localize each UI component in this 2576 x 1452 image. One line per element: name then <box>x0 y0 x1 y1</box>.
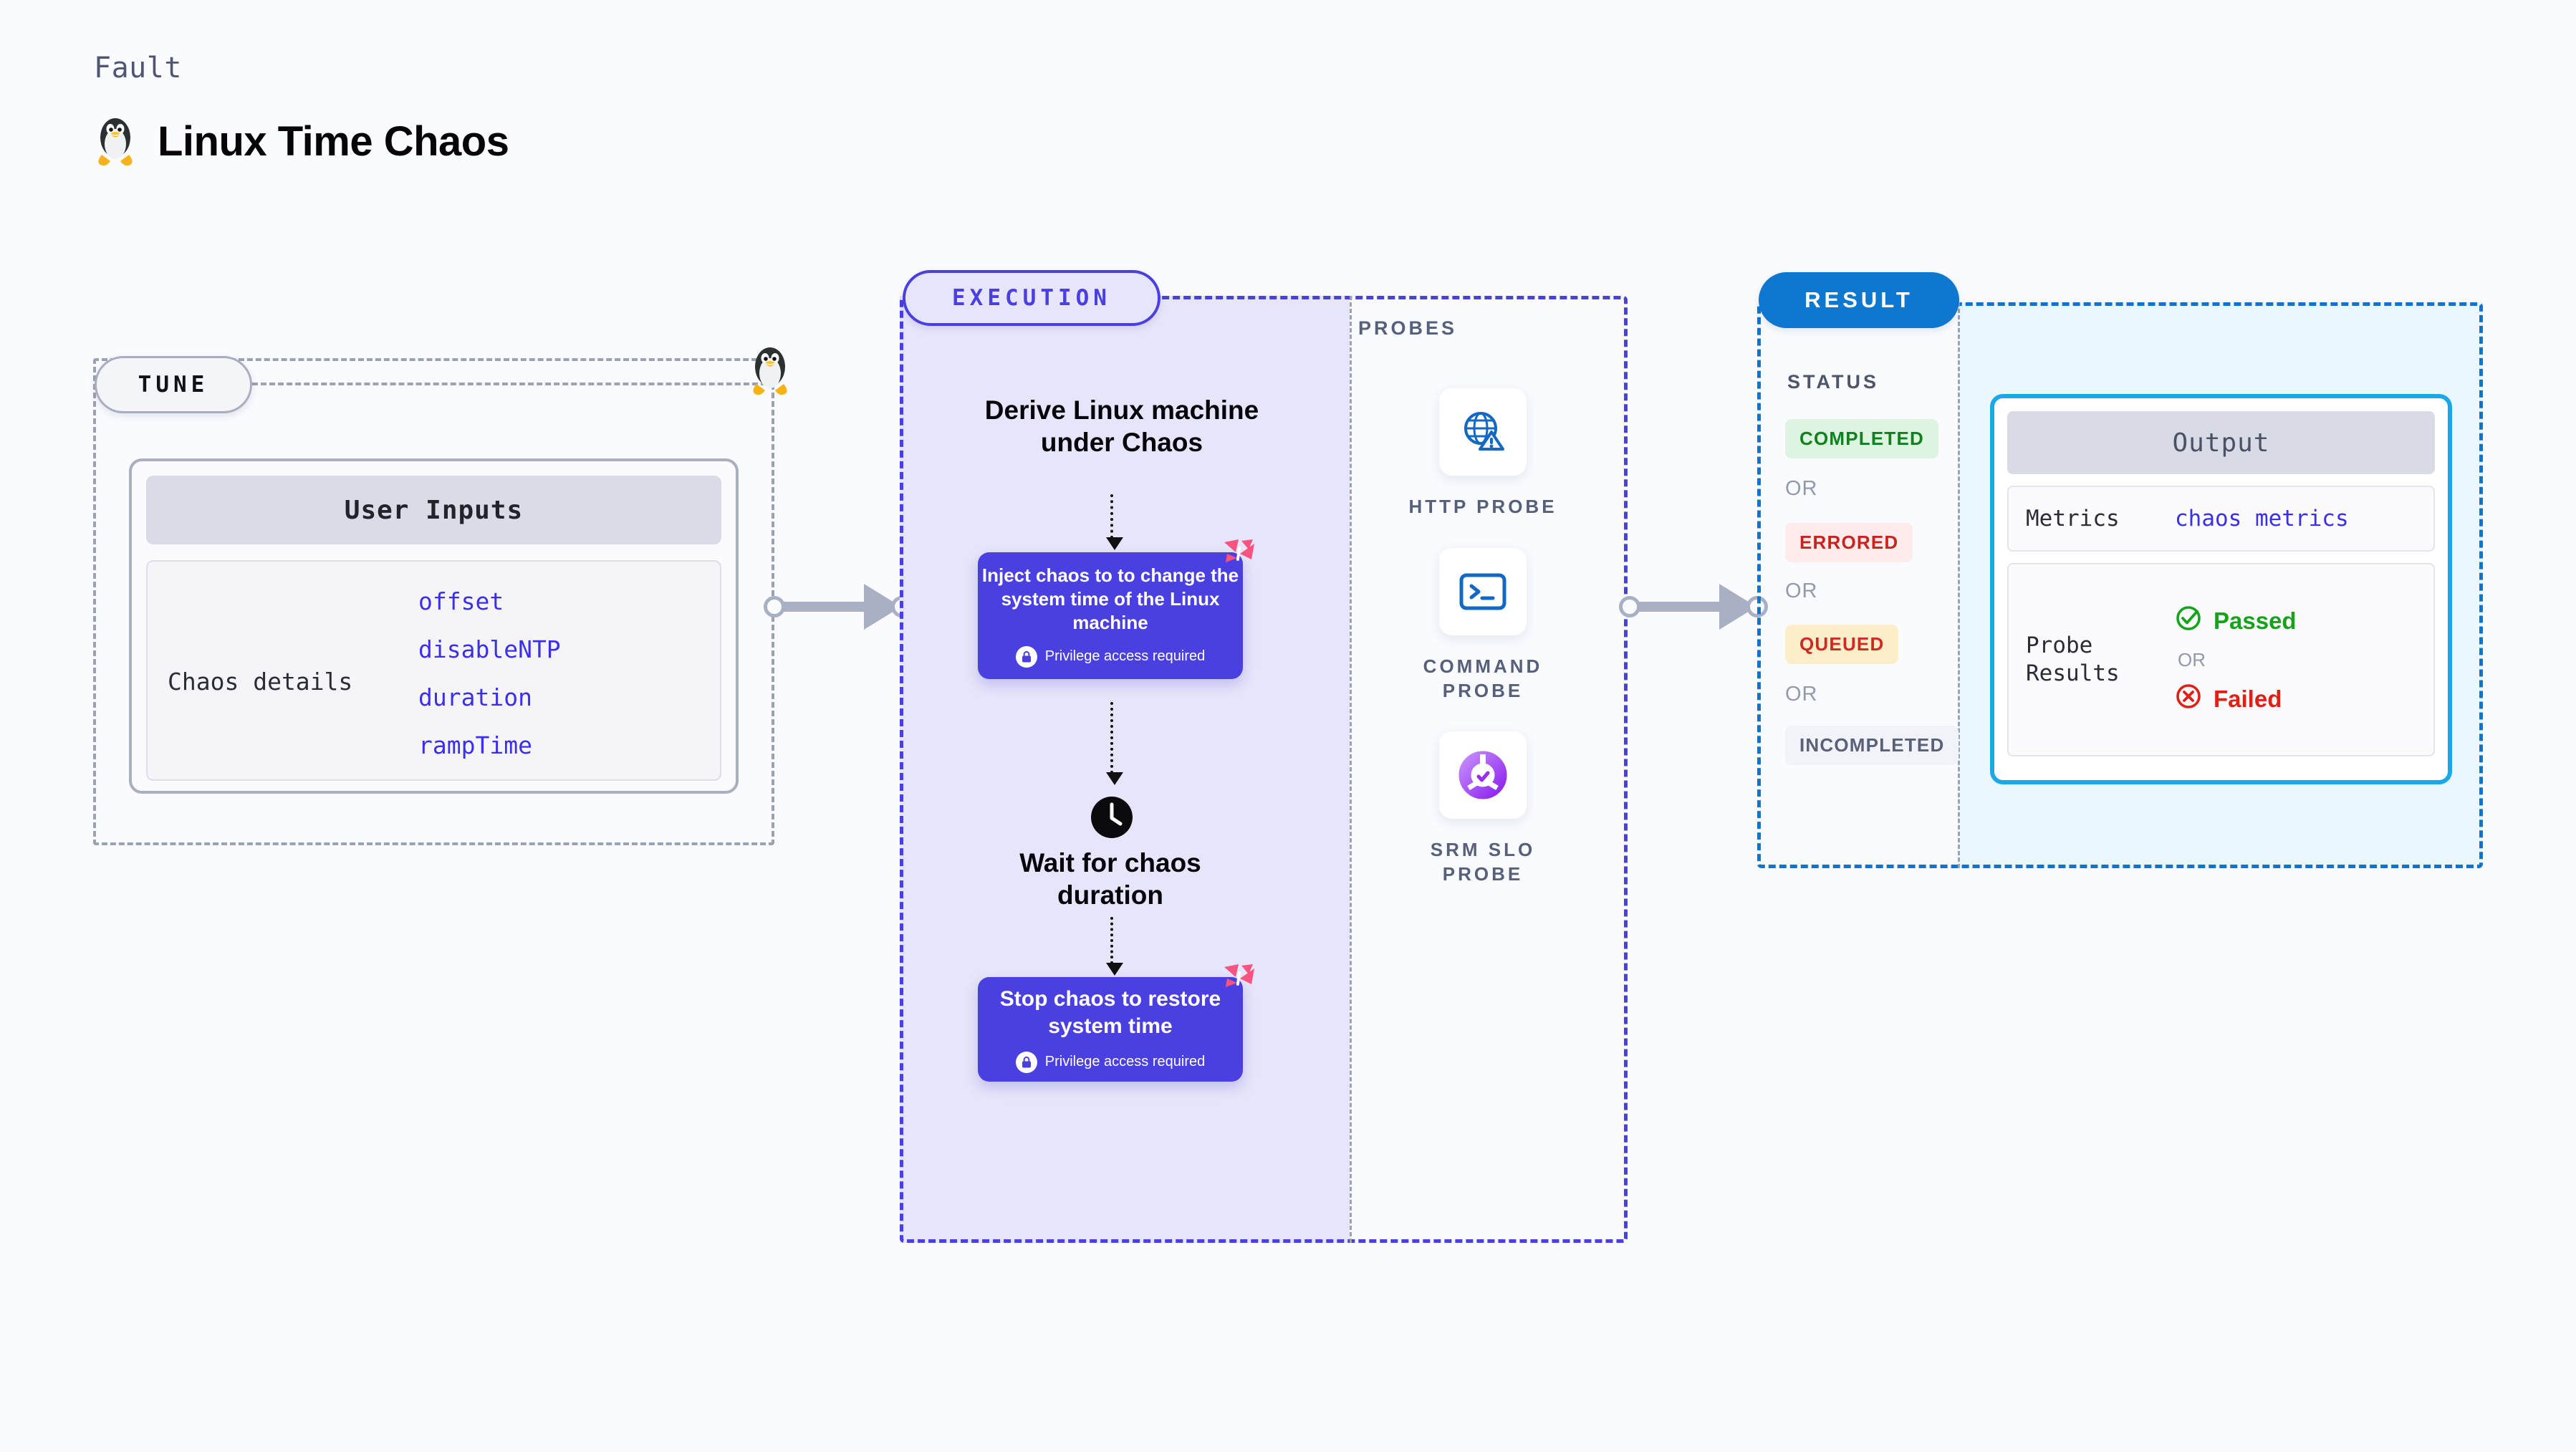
flow-arrow-3 <box>1106 917 1123 976</box>
flow-arrow-1 <box>1106 494 1123 550</box>
status-badge-incompleted: INCOMPLETED <box>1785 726 1959 765</box>
probe-srm-label: SRM SLO PROBE <box>1430 839 1536 885</box>
status-badge-queued: QUEUED <box>1785 625 1899 664</box>
execution-fill <box>900 296 1350 1243</box>
result-panel <box>1757 302 2483 868</box>
user-inputs-card: User Inputs Chaos details offset disable… <box>129 458 739 794</box>
slo-donut-check-icon <box>1439 731 1527 819</box>
x-circle-icon <box>2175 683 2202 716</box>
step-stop-title: Stop chaos to restore system time <box>999 987 1221 1038</box>
param-ramptime[interactable]: rampTime <box>418 731 532 759</box>
flow-arrow-2 <box>1106 702 1123 785</box>
step-stop-chaos[interactable]: Stop chaos to restore system time Privil… <box>978 964 1254 1082</box>
step-inject-title: Inject chaos to to change the system tim… <box>981 564 1239 633</box>
clock-icon <box>1090 795 1134 843</box>
status-or-1: OR <box>1785 477 1818 500</box>
harness-logo-icon <box>1220 961 1259 1004</box>
output-probe-verdicts: Passed OR Failed <box>2175 605 2297 716</box>
execution-title: Derive Linux machine under Chaos <box>984 395 1259 458</box>
terminal-icon <box>1439 548 1527 635</box>
execution-probes-divider <box>1350 296 1352 1243</box>
probe-srm-slo[interactable]: SRM SLO PROBE <box>1400 731 1565 887</box>
verdict-passed-label: Passed <box>2214 607 2297 634</box>
fault-title-row: Linux Time Chaos <box>93 115 509 168</box>
chaos-parameter-list: offset disableNTP duration rampTime <box>418 587 561 759</box>
status-badge-completed: COMPLETED <box>1785 419 1939 458</box>
output-probe-results-row: Probe Results Passed OR <box>2007 563 2435 756</box>
output-probe-results-key: Probe Results <box>2026 633 2120 686</box>
status-or-3: OR <box>1785 683 1818 706</box>
verdict-failed-label: Failed <box>2214 685 2282 712</box>
output-metrics-row: Metrics chaos metrics <box>2007 486 2435 552</box>
page-title: Linux Time Chaos <box>158 117 509 165</box>
verdict-passed: Passed <box>2175 605 2297 638</box>
execution-pill-label[interactable]: EXECUTION <box>903 270 1160 326</box>
step-stop-privilege-text: Privilege access required <box>1044 1054 1206 1070</box>
output-card: Output Metrics chaos metrics Probe Resul… <box>1990 394 2452 784</box>
lock-icon <box>1015 645 1037 668</box>
step-inject-privilege-row: Privilege access required <box>1015 645 1206 668</box>
param-offset[interactable]: offset <box>418 587 504 615</box>
status-label: STATUS <box>1787 371 1879 393</box>
probe-http-label: HTTP PROBE <box>1408 496 1557 517</box>
param-disablentp[interactable]: disableNTP <box>418 635 561 663</box>
linux-penguin-icon <box>93 115 138 168</box>
probe-command[interactable]: COMMAND PROBE <box>1400 548 1565 703</box>
linux-penguin-corner-icon <box>748 344 792 400</box>
fault-kicker: Fault <box>94 52 182 85</box>
output-header: Output <box>2007 411 2435 474</box>
tune-pill-label[interactable]: TUNE <box>95 356 252 413</box>
lock-icon <box>1015 1051 1037 1073</box>
verdict-failed: Failed <box>2175 683 2297 716</box>
check-circle-icon <box>2175 605 2202 638</box>
probes-label: PROBES <box>1358 317 1458 339</box>
step-inject-chaos[interactable]: Inject chaos to to change the system tim… <box>978 539 1254 679</box>
user-inputs-header: User Inputs <box>146 476 721 544</box>
param-duration[interactable]: duration <box>418 683 532 711</box>
verdict-or: OR <box>2178 648 2206 670</box>
output-metrics-value[interactable]: chaos metrics <box>2175 506 2349 532</box>
harness-logo-icon <box>1220 537 1259 579</box>
output-metrics-key: Metrics <box>2026 505 2120 532</box>
chaos-details-box: Chaos details offset disableNTP duration… <box>146 560 721 781</box>
connector-execution-to-result <box>1619 584 1769 630</box>
step-stop-privilege-row: Privilege access required <box>1015 1051 1206 1073</box>
probe-http[interactable]: HTTP PROBE <box>1400 388 1565 519</box>
connector-tune-to-execution <box>764 584 914 630</box>
execution-panel <box>900 296 1628 1243</box>
status-badge-errored: ERRORED <box>1785 523 1913 562</box>
probe-command-label: COMMAND PROBE <box>1423 655 1543 702</box>
result-pill-label[interactable]: RESULT <box>1759 272 1959 328</box>
result-inner-divider <box>1958 302 1960 868</box>
chaos-details-label: Chaos details <box>168 668 353 696</box>
tune-top-dash-line <box>252 383 775 385</box>
step-inject-privilege-text: Privilege access required <box>1044 648 1206 665</box>
globe-warning-icon <box>1439 388 1527 476</box>
step-wait-title: Wait for chaos duration <box>1019 848 1201 910</box>
status-or-2: OR <box>1785 580 1818 602</box>
